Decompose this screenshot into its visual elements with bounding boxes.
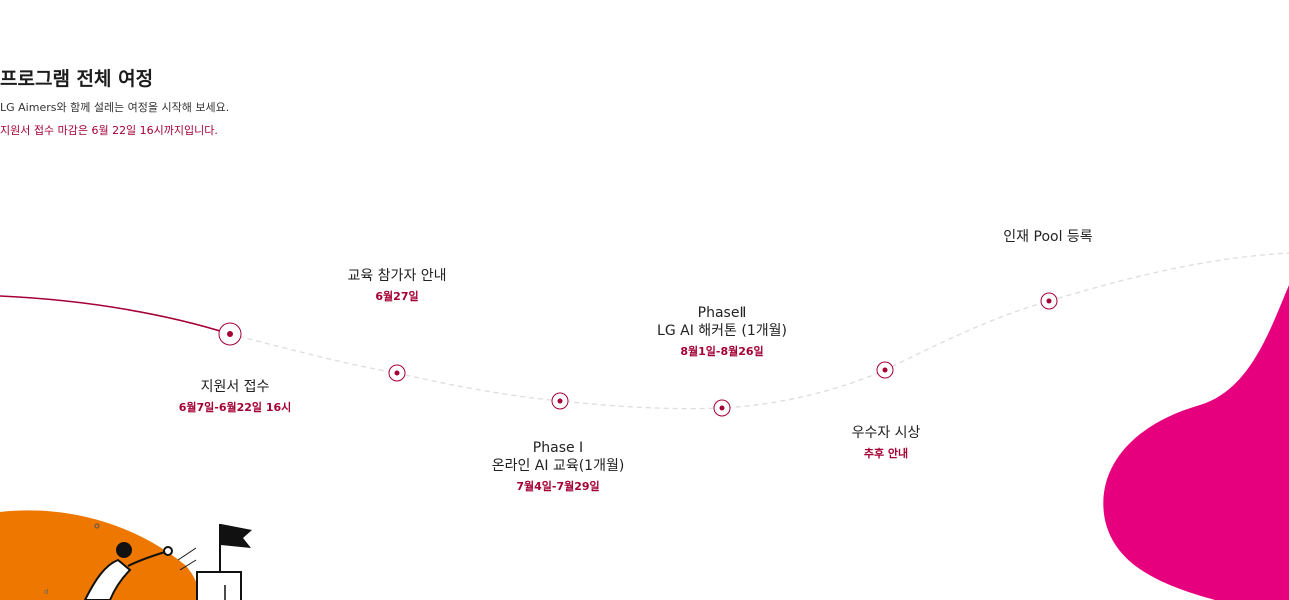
stage-date: 7월4일-7월29일	[516, 480, 600, 493]
milestone-3	[551, 392, 569, 410]
stage-talent-pool: 인재 Pool 등록	[928, 228, 1168, 246]
stage-name-detail: 온라인 AI 교육(1개월)	[491, 458, 625, 474]
deadline-notice: 지원서 접수 마감은 6월 22일 16시까지입니다.	[0, 124, 218, 137]
stage-name: 교육 참가자 안내	[347, 268, 447, 284]
person-figure	[83, 542, 173, 600]
stage-participant-notice: 교육 참가자 안내 6월27일	[277, 267, 517, 304]
stage-name-detail: LG AI 해커톤 (1개월)	[657, 323, 787, 339]
milestone-2	[388, 364, 406, 382]
stage-date: 추후 안내	[863, 447, 909, 460]
page-subtitle: LG Aimers와 함께 설레는 여정을 시작해 보세요.	[0, 101, 230, 114]
stage-date: 6월27일	[375, 290, 419, 303]
milestone-5	[876, 361, 894, 379]
flag-icon	[196, 524, 252, 600]
stage-award: 우수자 시상 추후 안내	[766, 424, 1006, 461]
stage-name: PhaseⅡ	[697, 305, 747, 321]
stage-phase-1: Phase Ⅰ 온라인 AI 교육(1개월) 7월4일-7월29일	[438, 439, 678, 494]
stage-date: 6월7일-6월22일 16시	[178, 401, 292, 414]
stage-name: 인재 Pool 등록	[1003, 229, 1093, 245]
milestone-6	[1040, 292, 1058, 310]
stage-name: 지원서 접수	[200, 379, 270, 395]
milestone-4	[713, 399, 731, 417]
page-title: 프로그램 전체 여정	[0, 68, 154, 90]
stage-name: 우수자 시상	[851, 425, 921, 441]
stage-date: 8월1일-8월26일	[680, 345, 764, 358]
stage-phase-2: PhaseⅡ LG AI 해커톤 (1개월) 8월1일-8월26일	[602, 304, 842, 359]
svg-text:d: d	[44, 588, 48, 596]
stage-name: Phase Ⅰ	[532, 440, 584, 456]
milestone-1	[218, 322, 242, 346]
stage-application: 지원서 접수 6월7일-6월22일 16시	[115, 378, 355, 415]
